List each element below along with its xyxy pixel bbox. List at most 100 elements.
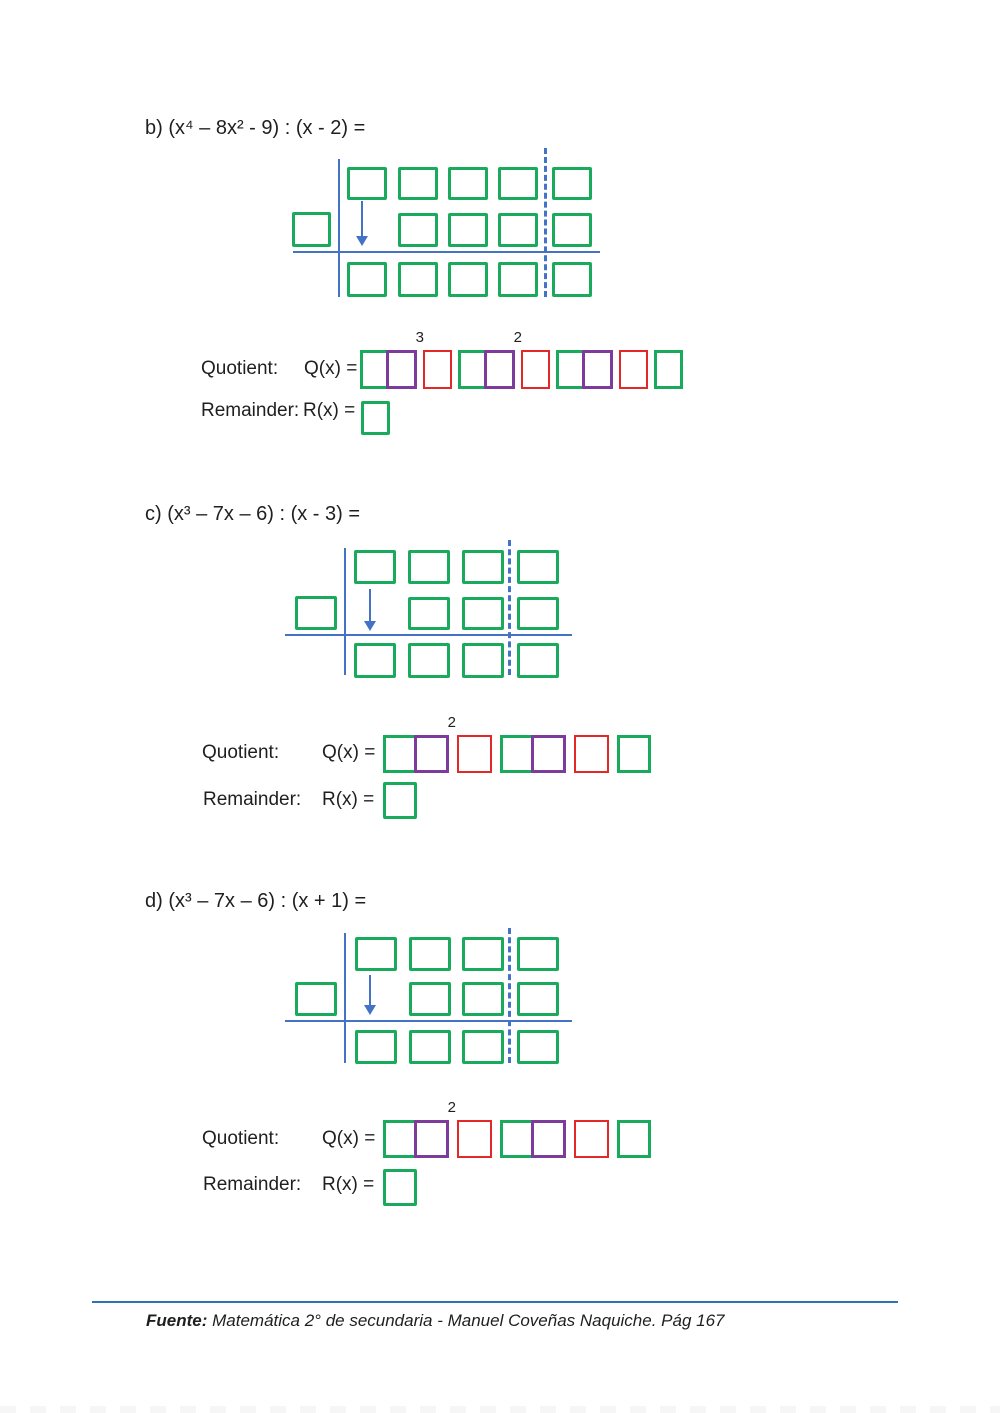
bottom-row-box[interactable] [355,1030,397,1064]
top-row-box[interactable] [409,937,451,971]
coefficient-box[interactable] [500,1120,534,1158]
bottom-row-box[interactable] [398,262,438,297]
arrow-shaft [369,975,371,1006]
exponent-label: 3 [415,329,424,346]
divisor-box[interactable] [295,596,337,630]
quotient-term-pair: 3 [360,330,424,389]
quotient-label: Quotient: [201,358,279,379]
top-row-box[interactable] [517,550,559,584]
bottom-row-box[interactable] [448,262,488,297]
variable-box[interactable] [386,350,417,389]
bottom-row-box[interactable] [462,643,504,678]
bring-down-arrow-icon [356,201,368,246]
exponent-label: 2 [447,1099,456,1116]
top-row-box[interactable] [448,167,488,200]
source-citation: Fuente: Matemática 2° de secundaria - Ma… [146,1310,725,1332]
problem-title: d) (x³ – 7x – 6) : (x + 1) = [145,890,367,912]
sign-box[interactable] [574,735,609,773]
middle-row-box[interactable] [498,213,538,247]
middle-row-box[interactable] [517,982,559,1016]
q-of-x-label: Q(x) = [322,1128,376,1149]
bring-down-arrow-icon [364,589,376,631]
remainder-label: Remainder: [203,1174,302,1195]
top-row-box[interactable] [462,550,504,584]
division-vertical-line [344,548,346,675]
variable-box[interactable] [582,350,613,389]
top-row-box[interactable] [408,550,450,584]
quotient-term-pair: 2 [383,715,456,773]
constant-box[interactable] [654,350,683,389]
bring-down-arrow-icon [364,975,376,1015]
remainder-box[interactable] [383,1169,417,1206]
quotient-answer-row: 2 [383,715,651,773]
top-row-box[interactable] [398,167,438,200]
remainder-divider-dashed-line [544,148,547,297]
top-row-box[interactable] [517,937,559,971]
remainder-box[interactable] [361,401,390,435]
bottom-row-box[interactable] [354,643,396,678]
coefficient-box[interactable] [556,350,585,389]
quotient-label: Quotient: [202,742,280,763]
division-horizontal-line [285,1020,572,1022]
remainder-divider-dashed-line [508,540,511,675]
bottom-row-box[interactable] [498,262,538,297]
divisor-box[interactable] [292,212,331,247]
bottom-row-box[interactable] [552,262,592,297]
middle-row-box[interactable] [552,213,592,247]
middle-row-box[interactable] [408,597,450,630]
sign-box[interactable] [423,350,452,389]
coefficient-box[interactable] [383,735,417,773]
sign-box[interactable] [457,1120,492,1158]
coefficient-box[interactable] [383,1120,417,1158]
sign-box[interactable] [457,735,492,773]
middle-row-box[interactable] [398,213,438,247]
bottom-row-box[interactable] [409,1030,451,1064]
bottom-row-box[interactable] [347,262,387,297]
bottom-row-box[interactable] [517,643,559,678]
bottom-row-box[interactable] [462,1030,504,1064]
variable-box[interactable] [414,735,449,773]
coefficient-box[interactable] [360,350,389,389]
middle-row-box[interactable] [409,982,451,1016]
variable-box[interactable] [531,1120,566,1158]
constant-box[interactable] [617,735,651,773]
middle-row-box[interactable] [462,597,504,630]
quotient-term-pair: 2 [383,1100,456,1158]
middle-row-box[interactable] [462,982,504,1016]
sign-box[interactable] [619,350,648,389]
footer-divider-line [92,1301,898,1303]
variable-box[interactable] [531,735,566,773]
constant-box[interactable] [617,1120,651,1158]
coefficient-box[interactable] [500,735,534,773]
quotient-term-pair [500,735,566,773]
bottom-row-box[interactable] [408,643,450,678]
arrow-head [364,1005,376,1015]
variable-box[interactable] [414,1120,449,1158]
top-row-box[interactable] [498,167,538,200]
problem-title: b) (x⁴ – 8x² - 9) : (x - 2) = [145,117,366,139]
middle-row-box[interactable] [448,213,488,247]
top-row-box[interactable] [355,937,397,971]
r-of-x-label: R(x) = [322,1174,375,1195]
division-horizontal-line [293,251,600,253]
variable-box[interactable] [484,350,515,389]
remainder-label: Remainder: [203,789,302,810]
coefficient-box[interactable] [458,350,487,389]
middle-row-box[interactable] [517,597,559,630]
remainder-box[interactable] [383,782,417,819]
quotient-label: Quotient: [202,1128,280,1149]
top-row-box[interactable] [462,937,504,971]
source-label: Fuente: [146,1311,208,1330]
q-of-x-label: Q(x) = [304,358,358,379]
top-row-box[interactable] [347,167,387,200]
divisor-box[interactable] [295,982,337,1016]
top-row-box[interactable] [552,167,592,200]
sign-box[interactable] [521,350,550,389]
exponent-label: 2 [447,714,456,731]
division-vertical-line [338,159,340,297]
exponent-label: 2 [513,329,522,346]
sign-box[interactable] [574,1120,609,1158]
bottom-row-box[interactable] [517,1030,559,1064]
top-row-box[interactable] [354,550,396,584]
